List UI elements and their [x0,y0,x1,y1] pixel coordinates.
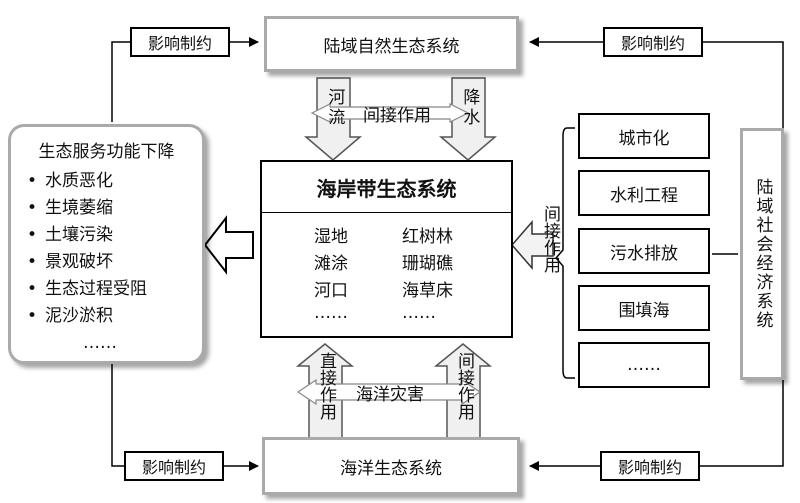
indirect-effect-top-label: 间接作用 [354,101,440,126]
rain-down-arrow [438,77,498,161]
side-indirect-effect-label: 间接作用 [539,205,561,273]
panel-title: 生态服务功能下降 [38,142,175,162]
coastal-type: 滩涂 [314,254,348,274]
label-text: 海洋灾害 [356,384,424,405]
driver-water-conservancy: 水利工程 [578,170,710,216]
coastal-type: 红树林 [402,227,453,247]
marine-disaster-banner [296,378,482,406]
influence-label-text: 影响制约 [147,34,212,53]
ecosystem-service-decline-panel: 生态服务功能下降 水质恶化 生境萎缩 土壤污染 景观破坏 生态过程受阻 泥沙淤积… [8,124,205,364]
rain-label: 降水 [456,88,482,128]
influence-label-bottom-left: 影响制约 [124,451,224,481]
list-item: …… [83,333,117,353]
list-item: 生态过程受阻 [23,276,202,303]
marine-ecosystem-node: 海洋生态系统 [262,437,520,495]
indirect-effect-top-banner [310,103,470,123]
drivers-to-coastal-arrow [511,219,554,271]
marine-disaster-label: 海洋灾害 [340,380,440,405]
driver-more: …… [578,342,710,388]
land-natural-ecosystem-node: 陆域自然生态系统 [264,16,519,72]
coastal-type: …… [314,303,348,323]
coastal-ecosystem-node: 海岸带生态系统 湿地 滩涂 河口 …… 红树林 珊瑚礁 海草床 …… [260,160,513,338]
label-text: 间接作用 [454,352,474,420]
influence-label-bottom-right: 影响制约 [600,451,700,481]
driver-label: …… [627,355,661,375]
direct-effect-label: 直接作用 [314,352,336,420]
coastal-type: 海草床 [402,281,453,301]
influence-label-top-left: 影响制约 [130,27,230,57]
list-item: 泥沙淤积 [23,303,202,330]
node-title: 海洋生态系统 [340,458,442,479]
driver-urbanization: 城市化 [578,113,710,159]
coastal-type: 珊瑚礁 [402,254,453,274]
list-item: 土壤污染 [23,222,202,249]
driver-label: 水利工程 [610,185,678,206]
coastal-type: 河口 [314,281,348,301]
list-item: 生境萎缩 [23,195,202,222]
coastal-type: …… [402,303,436,323]
coastal-to-panel-arrow [203,215,254,275]
label-text: 间接作用 [540,205,560,273]
node-title: 陆域自然生态系统 [323,36,460,57]
coastal-types-right: 红树林 珊瑚礁 海草床 …… [402,222,482,330]
label-text: 间接作用 [363,105,431,126]
label-text: 直接作用 [316,352,336,420]
driver-land-reclamation: 围填海 [578,285,710,331]
driver-label: 城市化 [618,128,670,149]
bottom-indirect-effect-label: 间接作用 [452,352,474,420]
list-item: 水质恶化 [23,168,202,195]
influence-label-text: 影响制约 [141,458,206,477]
vertical-label-text: 河流 [324,88,345,128]
driver-label: 围填海 [618,300,670,321]
vertical-label-text: 降水 [459,88,480,128]
driver-bracket [555,127,575,379]
coastal-types-left: 湿地 滩涂 河口 …… [314,222,374,330]
influence-label-text: 影响制约 [617,458,682,477]
node-title: 陆域社会经济系统 [752,178,773,330]
driver-label: 污水排放 [610,243,678,264]
node-title: 海岸带生态系统 [316,176,457,201]
coastal-title: 海岸带生态系统 [262,162,511,213]
list-item: 景观破坏 [23,249,202,276]
influence-label-text: 影响制约 [620,34,685,53]
socio-economic-system-node: 陆域社会经济系统 [740,128,784,380]
influence-label-top-right: 影响制约 [603,27,703,57]
coastal-type: 湿地 [314,227,348,247]
decline-list: 水质恶化 生境萎缩 土壤污染 景观破坏 生态过程受阻 泥沙淤积 …… [11,168,202,357]
river-label: 河流 [321,88,347,128]
driver-sewage-discharge: 污水排放 [578,228,710,274]
